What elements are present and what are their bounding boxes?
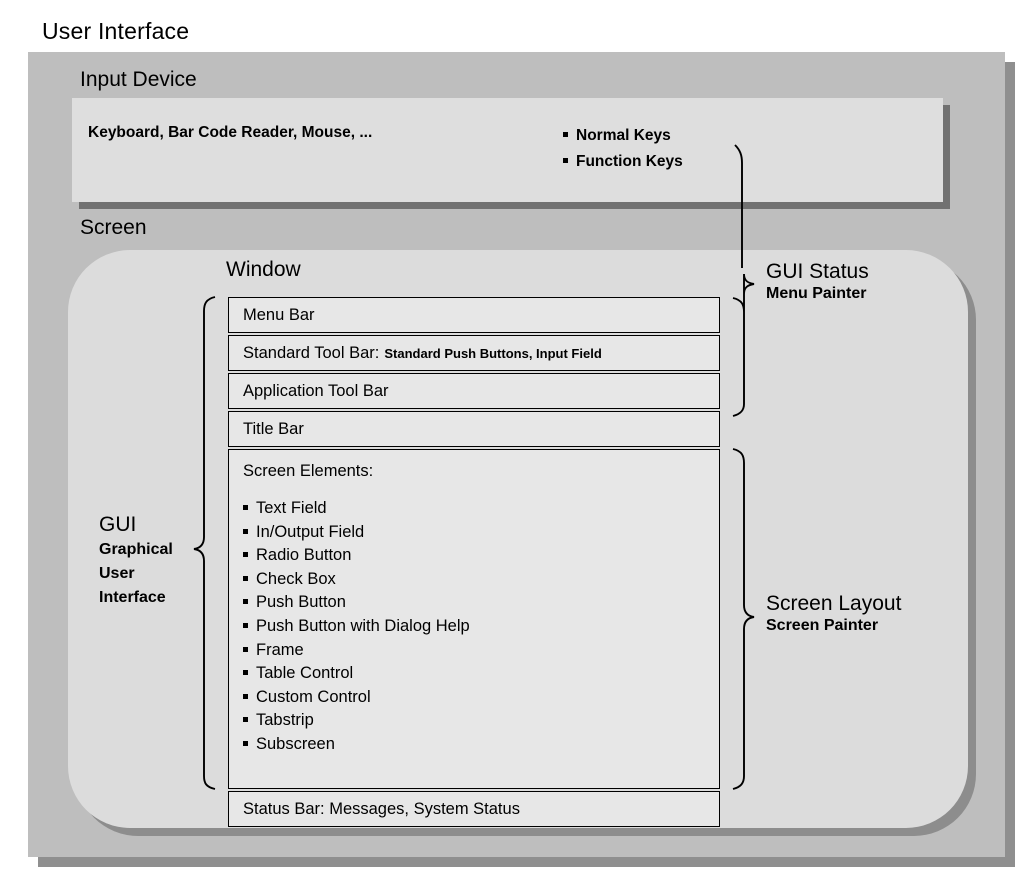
list-item-label: Push Button bbox=[256, 593, 346, 612]
menu-bar-label: Menu Bar bbox=[243, 305, 315, 324]
screen-layout-title: Screen Layout bbox=[766, 592, 902, 615]
square-bullet-icon bbox=[243, 599, 248, 605]
square-bullet-icon bbox=[243, 505, 248, 510]
square-bullet-icon bbox=[243, 670, 248, 676]
application-tool-bar-label: Application Tool Bar bbox=[243, 381, 389, 400]
square-bullet-icon bbox=[243, 740, 248, 746]
list-item-label: Text Field bbox=[256, 499, 327, 517]
application-tool-bar-row: Application Tool Bar bbox=[228, 373, 720, 409]
gui-annotation-sub-3: Interface bbox=[99, 589, 166, 606]
list-item-label: Check Box bbox=[256, 569, 336, 588]
list-item-label: Radio Button bbox=[256, 546, 352, 565]
list-item-label: Normal Keys bbox=[576, 127, 671, 144]
list-item-label: Frame bbox=[256, 640, 304, 659]
square-bullet-icon bbox=[243, 622, 248, 628]
list-item: Radio Button bbox=[243, 544, 719, 568]
keys-list: Normal Keys Function Keys bbox=[563, 123, 683, 175]
list-item-label: In/Output Field bbox=[256, 522, 365, 541]
gui-annotation-title: GUI bbox=[99, 513, 137, 536]
gui-status-sub: Menu Painter bbox=[766, 285, 867, 302]
screen-layout-annotation: Screen Layout Screen Painter bbox=[766, 592, 901, 635]
title-bar-label: Title Bar bbox=[243, 419, 304, 438]
square-bullet-icon bbox=[243, 717, 248, 723]
list-item: Text Field bbox=[243, 497, 719, 521]
screen-elements-box: Screen Elements: Text Field In/Output Fi… bbox=[228, 449, 720, 789]
gui-status-annotation: GUI Status Menu Painter bbox=[766, 260, 869, 303]
list-item: Custom Control bbox=[243, 686, 719, 710]
list-item-label: Push Button with Dialog Help bbox=[256, 616, 470, 635]
standard-tool-bar-detail: Standard Push Buttons, Input Field bbox=[384, 345, 602, 361]
list-item: Subscreen bbox=[243, 733, 719, 757]
list-item: Push Button with Dialog Help bbox=[243, 615, 719, 639]
screen-elements-list: Text Field In/Output Field Radio Button … bbox=[243, 497, 719, 757]
gui-annotation-sub-2: User bbox=[99, 565, 135, 582]
square-bullet-icon bbox=[243, 646, 248, 652]
list-item: Function Keys bbox=[563, 149, 683, 175]
page-title: User Interface bbox=[42, 18, 190, 44]
list-item: Push Button bbox=[243, 591, 719, 615]
list-item: Normal Keys bbox=[563, 123, 683, 149]
list-item: Table Control bbox=[243, 662, 719, 686]
standard-tool-bar-label: Standard Tool Bar: bbox=[243, 343, 380, 362]
list-item: Tabstrip bbox=[243, 709, 719, 733]
menu-bar-row: Menu Bar bbox=[228, 297, 720, 333]
list-item: Frame bbox=[243, 639, 719, 663]
input-device-box bbox=[72, 98, 943, 202]
gui-annotation-sub-1: Graphical bbox=[99, 541, 173, 558]
status-bar-label: Status Bar: Messages, System Status bbox=[243, 799, 520, 818]
square-bullet-icon bbox=[243, 552, 248, 558]
square-bullet-icon bbox=[563, 132, 568, 137]
screen-elements-heading: Screen Elements: bbox=[243, 462, 374, 480]
square-bullet-icon bbox=[243, 575, 248, 581]
square-bullet-icon bbox=[243, 528, 248, 534]
list-item: Check Box bbox=[243, 568, 719, 592]
title-bar-row: Title Bar bbox=[228, 411, 720, 447]
square-bullet-icon bbox=[243, 693, 248, 699]
window-stack: Menu Bar Standard Tool Bar: Standard Pus… bbox=[228, 297, 720, 827]
list-item-label: Table Control bbox=[256, 664, 354, 683]
gui-annotation: GUI Graphical User Interface bbox=[99, 513, 173, 609]
screen-layout-sub: Screen Painter bbox=[766, 617, 879, 634]
input-device-title: Input Device bbox=[80, 68, 197, 91]
list-item-label: Custom Control bbox=[256, 687, 371, 706]
list-item: In/Output Field bbox=[243, 521, 719, 545]
status-bar-row: Status Bar: Messages, System Status bbox=[228, 791, 720, 827]
screen-title: Screen bbox=[80, 216, 147, 239]
square-bullet-icon bbox=[563, 158, 568, 163]
list-item-label: Tabstrip bbox=[256, 711, 314, 730]
standard-tool-bar-row: Standard Tool Bar: Standard Push Buttons… bbox=[228, 335, 720, 371]
list-item-label: Subscreen bbox=[256, 734, 335, 753]
window-title: Window bbox=[226, 258, 301, 281]
input-device-list-text: Keyboard, Bar Code Reader, Mouse, ... bbox=[88, 124, 373, 141]
list-item-label: Function Keys bbox=[576, 153, 683, 170]
gui-status-title: GUI Status bbox=[766, 260, 869, 283]
